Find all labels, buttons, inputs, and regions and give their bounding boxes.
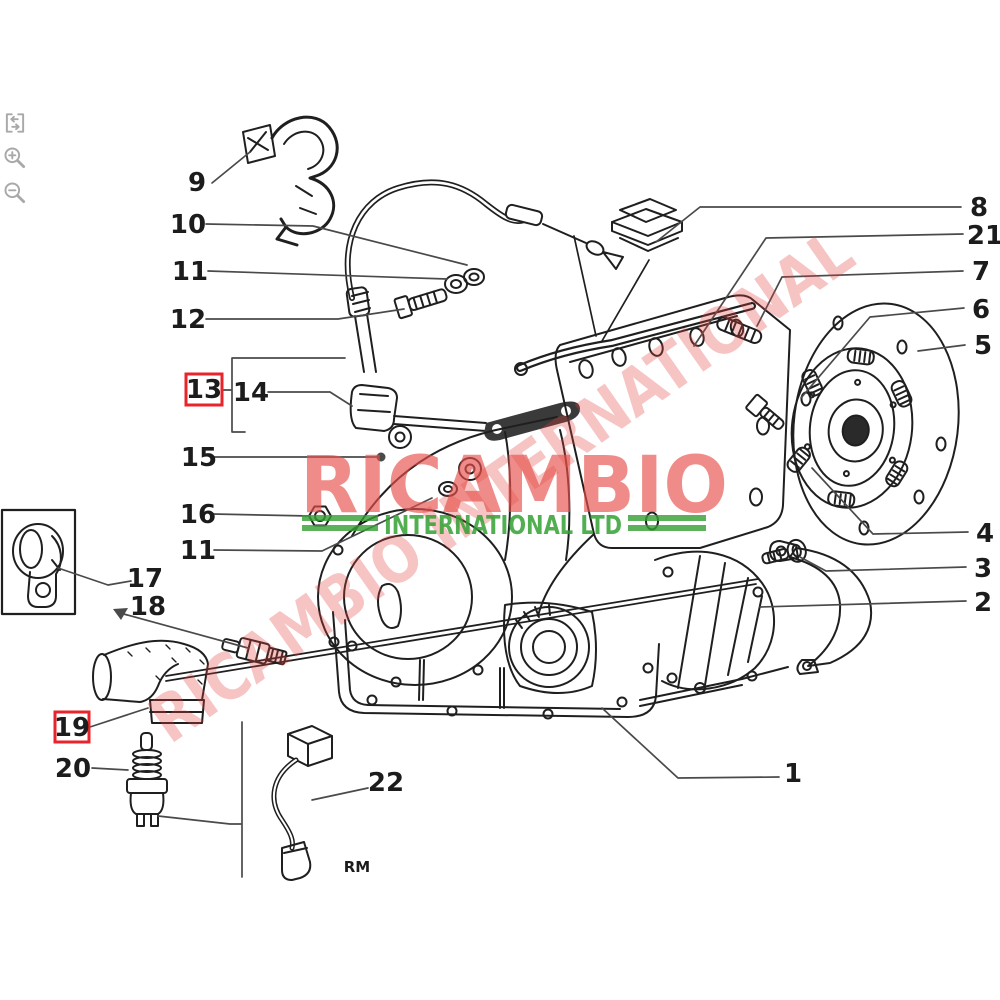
highlight-box-13 (184, 372, 224, 407)
part-label-5: 5 (974, 331, 992, 361)
part-label-6: 6 (972, 295, 990, 325)
watermark: RICAMBIO INTERNATIONAL RICAMBIO INTERNAT… (137, 216, 868, 758)
part-label-11: 11 (172, 257, 208, 287)
part-label-21: 21 (967, 221, 1000, 251)
part-breather-cap (611, 198, 683, 252)
part-label-19: 19 (54, 713, 90, 743)
part-selector-boot (349, 384, 412, 449)
part-label-7: 7 (972, 257, 990, 287)
part-kickdown-cable (344, 179, 624, 373)
part-label-16: 16 (180, 500, 216, 530)
watermark-subtitle: INTERNATIONAL LTD (384, 511, 622, 541)
part-drive-plate (792, 302, 960, 546)
part-clutch-damper (786, 347, 914, 509)
part-label-22: 22 (368, 768, 404, 798)
part-label-9: 9 (188, 168, 206, 198)
part-label-1: 1 (784, 759, 802, 789)
part-elbow-boot (92, 639, 209, 724)
part-label-18: 18 (130, 592, 166, 622)
part-gearbox-housing (165, 416, 789, 720)
part-cable-clamp (242, 115, 339, 247)
part-label-13: 13 (186, 375, 222, 405)
part-label-14: 14 (233, 378, 269, 408)
part-label-11b: 11 (180, 536, 216, 566)
part-label-10: 10 (170, 210, 206, 240)
part-pressure-switch (221, 637, 288, 666)
part-label-12: 12 (170, 305, 206, 335)
part-label-8: 8 (970, 193, 988, 223)
zoom-in-icon[interactable] (2, 145, 28, 171)
part-label-20: 20 (55, 754, 91, 784)
part-bolt-3 (761, 538, 807, 565)
part-cable-end-boxed (0, 508, 77, 616)
highlight-box-19 (53, 710, 91, 744)
diagram-note-rm: RM (344, 858, 370, 876)
fullscreen-icon[interactable] (2, 110, 28, 136)
part-label-17: 17 (127, 564, 163, 594)
leader-lines (57, 151, 969, 878)
part-label-2: 2 (974, 588, 992, 618)
part-switch (126, 732, 168, 827)
zoom-out-icon[interactable] (2, 180, 28, 206)
image-viewer-toolbar (2, 110, 32, 206)
part-label-3: 3 (974, 554, 992, 584)
part-side-cover (769, 540, 873, 675)
watermark-bars (302, 515, 706, 531)
part-label-15: 15 (181, 443, 217, 473)
part-bolt-and-washers (393, 268, 485, 320)
part-bolt-6 (745, 393, 785, 430)
part-label-4: 4 (976, 519, 994, 549)
part-labels: 9 10 11 12 13 14 15 16 11 17 18 19 20 22… (53, 168, 1000, 876)
part-wiring (271, 725, 333, 881)
